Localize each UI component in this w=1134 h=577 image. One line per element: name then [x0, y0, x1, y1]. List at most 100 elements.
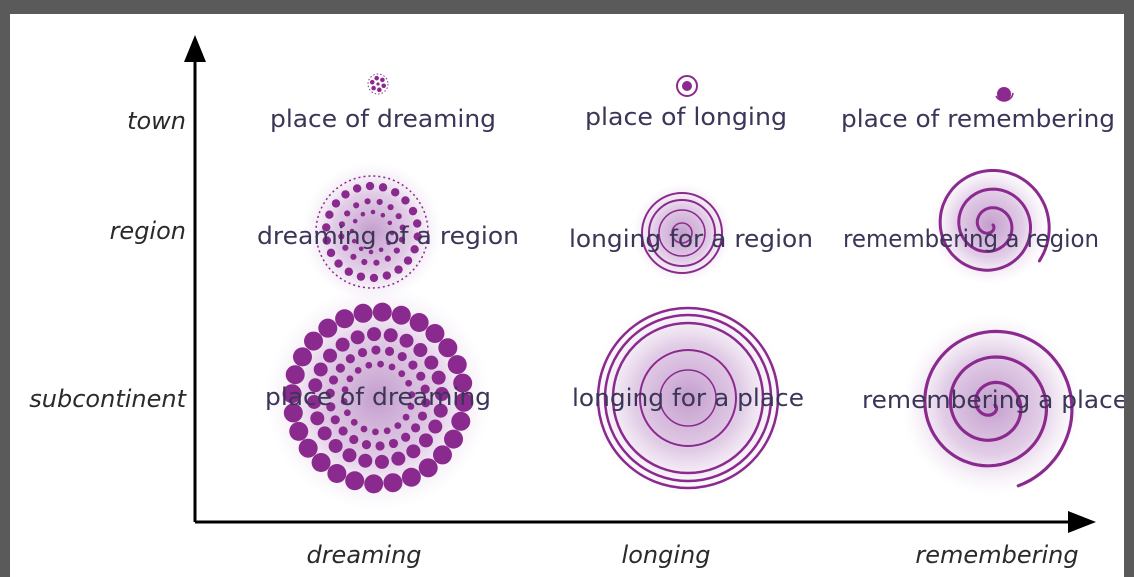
dot	[299, 439, 318, 458]
dot	[418, 411, 427, 420]
dot	[323, 349, 337, 363]
dot	[336, 338, 350, 352]
x-label-longing: longing	[622, 541, 711, 569]
dot	[347, 375, 354, 382]
dot	[371, 210, 376, 215]
dot	[394, 265, 402, 273]
center-dot	[682, 81, 692, 91]
dot	[369, 250, 374, 255]
dot	[394, 422, 401, 429]
x-axis-arrowhead	[1068, 511, 1096, 533]
dot	[293, 347, 312, 366]
dot	[401, 196, 409, 204]
dot	[428, 420, 442, 434]
dot	[411, 423, 420, 432]
dot	[318, 426, 332, 440]
dot	[381, 213, 386, 218]
dot	[351, 330, 365, 344]
dot	[354, 304, 373, 323]
dot	[351, 419, 358, 426]
dot	[373, 260, 379, 266]
dot	[375, 441, 384, 450]
dot	[332, 199, 340, 207]
dot	[385, 347, 394, 356]
dot	[331, 415, 340, 424]
dot	[391, 188, 399, 196]
dot	[448, 355, 467, 374]
diagram-canvas: town region subcontinent dreaming longin…	[10, 14, 1124, 577]
cell-town-dreaming: place of dreaming	[270, 105, 496, 133]
dot	[377, 361, 384, 368]
dot	[419, 458, 438, 477]
y-label-region: region	[110, 217, 186, 245]
dot	[346, 354, 355, 363]
x-label-dreaming: dreaming	[306, 541, 421, 569]
dot	[406, 444, 420, 458]
dot	[362, 440, 371, 449]
dot	[375, 455, 389, 469]
dot	[400, 334, 414, 348]
dot	[396, 213, 402, 219]
x-label-remembering: remembering	[915, 541, 1078, 569]
dot	[358, 454, 372, 468]
dot	[377, 199, 383, 205]
dot	[353, 184, 361, 192]
dot	[408, 360, 417, 369]
dot	[335, 309, 354, 328]
dot	[361, 259, 367, 265]
dot	[349, 435, 358, 444]
dot	[372, 429, 379, 436]
dot	[334, 259, 342, 267]
cell-subcontinent-longing: longing for a place	[572, 384, 804, 412]
dot	[344, 210, 350, 216]
glyph-town-longing	[677, 76, 697, 96]
cell-town-remembering: place of remembering	[841, 105, 1115, 133]
dot	[312, 453, 331, 472]
dot	[416, 372, 425, 381]
dot	[379, 183, 387, 191]
dot	[341, 190, 349, 198]
dot	[374, 76, 379, 81]
dot	[383, 271, 391, 279]
dot	[385, 256, 391, 262]
dot	[438, 338, 457, 357]
y-label-town: town	[127, 107, 186, 135]
dot	[392, 306, 411, 325]
dot	[387, 204, 393, 210]
dot	[310, 411, 324, 425]
dot	[391, 452, 405, 466]
dot	[329, 439, 343, 453]
dot	[370, 274, 378, 282]
cell-subcontinent-dreaming: place of dreaming	[265, 383, 491, 411]
dot	[404, 256, 412, 264]
dot	[342, 448, 356, 462]
dot	[353, 202, 359, 208]
dot	[384, 328, 398, 342]
dot	[371, 345, 380, 354]
cell-region-remembering: remembering a region	[843, 225, 1099, 253]
diagram-frame: town region subcontinent dreaming longin…	[10, 14, 1124, 577]
dot	[350, 254, 356, 260]
cell-town-longing: place of longing	[585, 103, 787, 131]
dot	[389, 364, 396, 371]
dot	[325, 210, 333, 218]
dot	[419, 433, 433, 447]
dot	[370, 80, 375, 85]
dot	[367, 327, 381, 341]
dot	[424, 356, 438, 370]
dot	[425, 324, 444, 343]
dot	[318, 319, 337, 338]
dot	[384, 427, 391, 434]
dot	[364, 474, 383, 493]
glyph-town-dreaming	[368, 74, 388, 94]
dot	[314, 362, 328, 376]
dot	[327, 464, 346, 483]
dot	[366, 182, 374, 190]
dot	[380, 78, 385, 83]
glyph-town-remembering	[996, 85, 1016, 105]
dot	[289, 422, 308, 441]
dot	[413, 343, 427, 357]
dot	[376, 82, 379, 85]
dot	[339, 426, 348, 435]
dot	[410, 313, 429, 332]
